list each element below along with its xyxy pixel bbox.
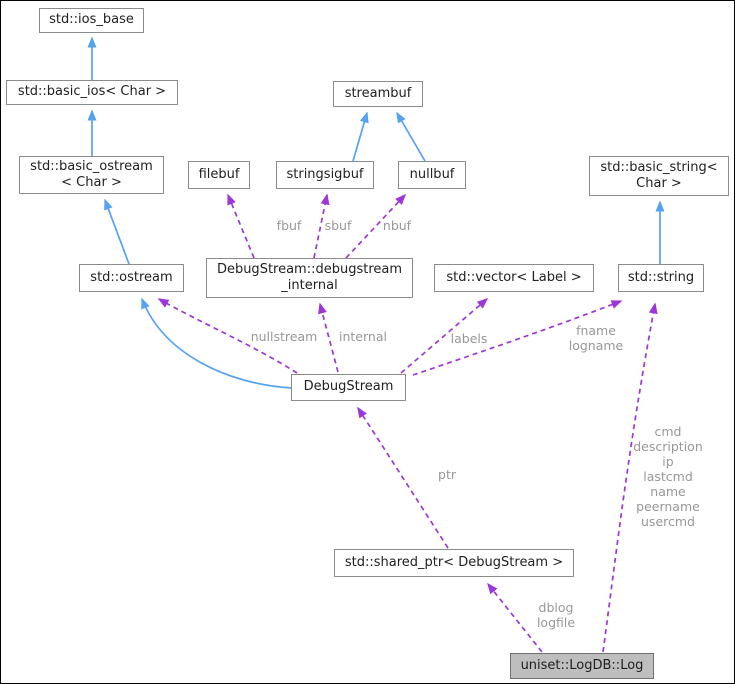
node-std-string[interactable]: std::string — [618, 264, 704, 292]
node-label: std::vector< Label > — [446, 269, 582, 285]
node-std-shared-ptr[interactable]: std::shared_ptr< DebugStream > — [334, 549, 574, 577]
node-std-vector-label[interactable]: std::vector< Label > — [434, 264, 594, 292]
edge-use-internal-stringsigbuf — [313, 193, 330, 259]
node-stringsigbuf[interactable]: stringsigbuf — [276, 161, 374, 189]
node-std-basic-string[interactable]: std::basic_string< Char > — [589, 156, 729, 196]
node-debugstream-internal[interactable]: DebugStream::debugstream _internal — [206, 258, 413, 298]
edge-inherit-nullbuf-streambuf — [396, 111, 426, 162]
node-label: std::ostream — [90, 269, 173, 285]
edge-label-sbuf: sbuf — [324, 218, 352, 233]
node-label: Char > — [636, 176, 682, 191]
edge-label-fbuf: fbuf — [276, 218, 302, 233]
node-std-ios-base[interactable]: std::ios_base — [39, 8, 144, 33]
edge-use-log-sharedptr — [487, 582, 543, 653]
node-label: < Char > — [61, 175, 122, 190]
edge-use-sharedptr-debugstream — [357, 406, 449, 549]
node-label: std::basic_string< — [600, 159, 718, 175]
node-label: _internal — [281, 278, 338, 293]
node-label: std::string — [627, 269, 695, 285]
edge-use-debugstream-ostream — [157, 298, 298, 374]
node-label: std::ios_base — [49, 12, 134, 28]
edge-use-internal-filebuf — [227, 193, 255, 259]
edge-label-fname-logname: fname logname — [568, 323, 624, 353]
edge-inherit-ostream-basicostream — [104, 198, 130, 265]
edge-label-dblog-logfile: dblog logfile — [536, 600, 576, 630]
edge-label-ptr: ptr — [438, 467, 456, 482]
node-std-basic-ios[interactable]: std::basic_ios< Char > — [6, 80, 178, 105]
edge-use-debugstream-vector — [400, 298, 489, 374]
node-label: DebugStream — [303, 379, 394, 395]
edge-label-nbuf: nbuf — [382, 218, 412, 233]
edge-label-labels: labels — [450, 331, 488, 346]
edge-inherit-stringsigbuf-streambuf — [352, 111, 369, 162]
node-label: filebuf — [198, 166, 240, 182]
node-label: DebugStream::debugstream — [216, 261, 403, 277]
node-label: streambuf — [344, 85, 412, 101]
node-filebuf[interactable]: filebuf — [188, 161, 250, 189]
edge-inherit-debugstream-ostream — [141, 297, 293, 389]
edge-label-internal: internal — [339, 329, 387, 344]
node-label: std::shared_ptr< DebugStream > — [344, 554, 564, 570]
node-label: std::basic_ios< Char > — [17, 84, 167, 100]
node-label: uniset::LogDB::Log — [520, 657, 644, 673]
edge-label-log-members: cmd description ip lastcmd name peername… — [633, 424, 703, 529]
node-label: stringsigbuf — [286, 166, 364, 182]
node-std-ostream[interactable]: std::ostream — [79, 264, 184, 292]
node-nullbuf[interactable]: nullbuf — [398, 161, 466, 189]
node-label: std::basic_ostream — [30, 158, 153, 174]
node-label: nullbuf — [409, 166, 455, 182]
node-streambuf[interactable]: streambuf — [333, 81, 423, 107]
edge-label-nullstream: nullstream — [250, 329, 318, 344]
node-debugstream[interactable]: DebugStream — [291, 374, 406, 401]
node-uniset-logdb-log[interactable]: uniset::LogDB::Log — [510, 653, 654, 679]
edge-use-debugstream-internal — [318, 302, 339, 373]
node-std-basic-ostream[interactable]: std::basic_ostream < Char > — [19, 156, 164, 194]
